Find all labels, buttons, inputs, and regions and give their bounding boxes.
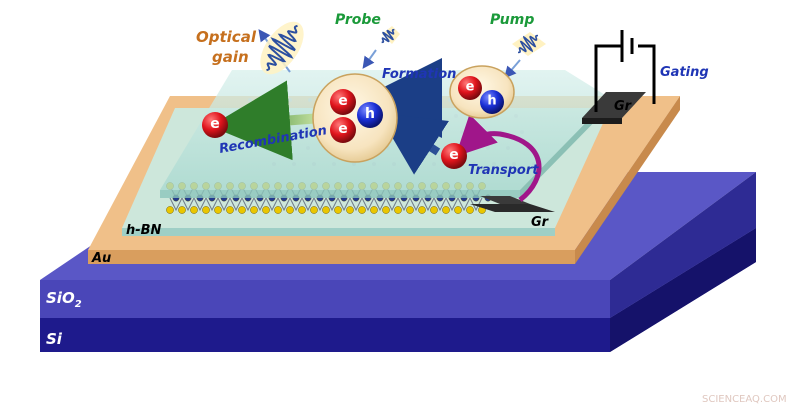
probe-label: Probe [335,12,381,28]
electron-particle: e [441,143,467,169]
transport-arrow [455,114,542,202]
transport-label: Transport [468,163,539,178]
pump-label: Pump [490,12,534,28]
gating-circuit [594,30,656,112]
formation-label: Formation [382,67,456,82]
sio2-label: SiO2 [46,289,82,310]
au-label: Au [91,251,111,266]
svg-text:e: e [210,116,220,132]
hbn-label: h-BN [126,223,162,238]
graphene-bottom-contact [470,196,555,212]
hole-particle: h [480,90,504,114]
gr-bottom-label: Gr [531,215,550,230]
gating-label: Gating [660,65,709,80]
probe-pulse-icon [362,26,400,69]
exciton-arrow [377,112,449,175]
watermark: SCIENCEAQ.COM [702,394,787,405]
si-layer [40,228,756,352]
trion-bubble [312,73,398,163]
electron-particle: e [330,117,356,143]
svg-text:h: h [365,106,375,122]
optical-gain-label-line1: Optical [196,28,257,46]
hole-particle: h [357,102,383,128]
electron-particle: e [330,89,356,115]
gr-top-label: Gr [614,99,633,114]
optical-gain-label-line2: gain [212,48,249,66]
graphene-top-contact [582,92,646,124]
electron-particle: e [458,76,482,100]
wave-packet-icon [258,21,304,75]
svg-text:e: e [449,147,459,163]
electron-particle: e [202,112,228,138]
pump-pulse-icon [504,32,546,79]
recombination-arrow [210,80,323,161]
svg-text:e: e [338,121,348,137]
svg-text:e: e [466,80,475,95]
svg-text:e: e [338,93,348,109]
svg-text:h: h [487,94,496,109]
si-label: Si [46,330,63,348]
